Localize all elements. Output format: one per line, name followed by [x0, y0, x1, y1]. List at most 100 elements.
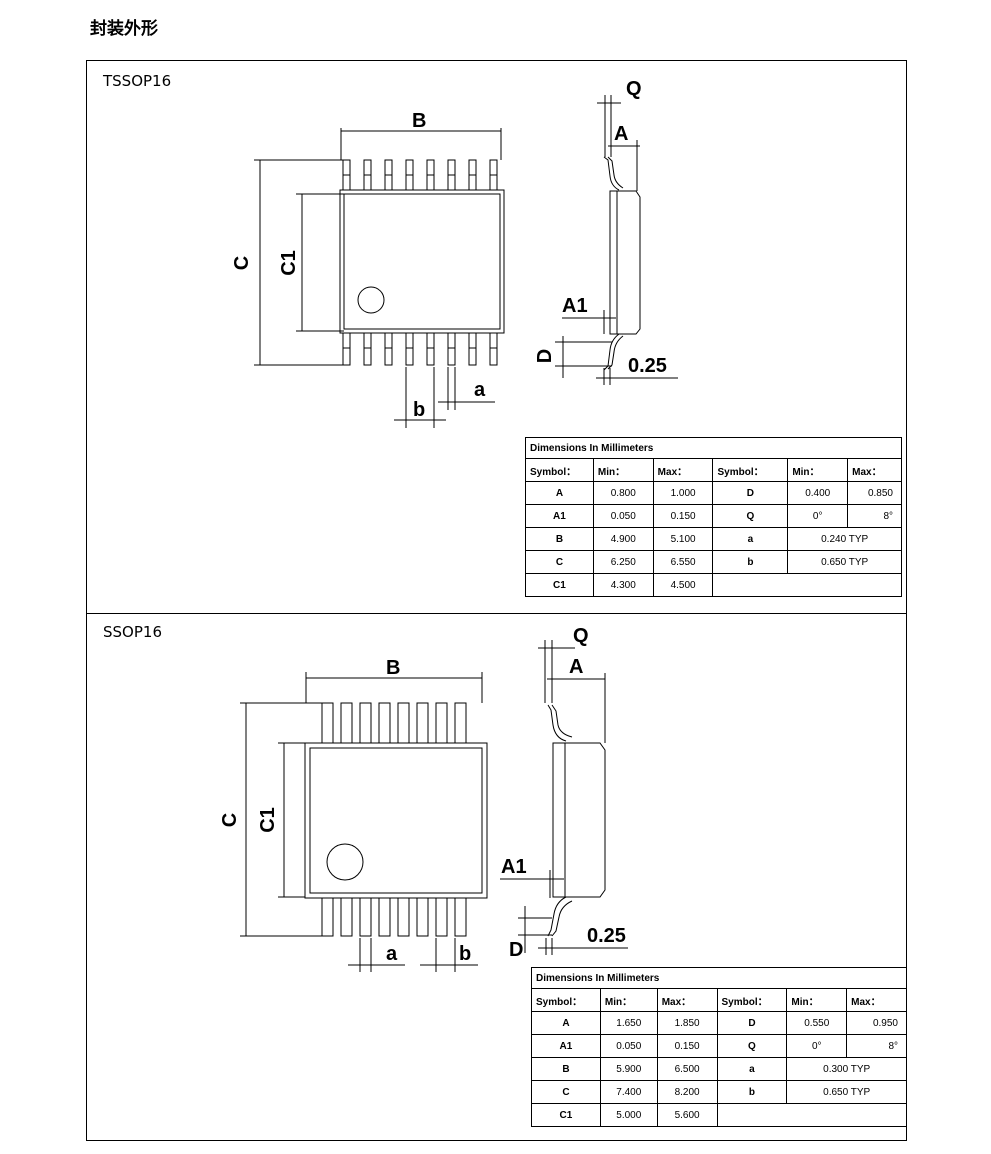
min-cell: 0° — [786, 1034, 848, 1058]
header-cell: Min： — [786, 988, 848, 1012]
ssop16-label-q: Q — [573, 625, 589, 647]
max-cell: 1.000 — [652, 481, 714, 505]
typ-cell: 0.240 TYP — [787, 527, 902, 551]
header-cell: Max： — [652, 458, 714, 482]
table-caption: Dimensions In Millimeters — [531, 967, 907, 989]
symbol-cell: Q — [716, 1034, 788, 1058]
ssop16-label-b: B — [386, 657, 400, 679]
table-row: C1 5.000 5.600 — [531, 1103, 907, 1127]
section-title: 封装外形 — [90, 19, 158, 39]
min-cell: 0.550 — [786, 1011, 848, 1035]
tssop16-dimension-table: Dimensions In Millimeters Symbol： Min： M… — [525, 437, 902, 597]
tssop16-top-leads — [342, 159, 498, 191]
package-divider — [86, 613, 907, 614]
table-header-row: Symbol： Min： Max： Symbol： Min： Max： — [525, 458, 902, 482]
table-row: B 4.900 5.100 a 0.240 TYP — [525, 527, 902, 551]
table-row: A1 0.050 0.150 Q 0° 8° — [525, 504, 902, 528]
table-row: A1 0.050 0.150 Q 0° 8° — [531, 1034, 907, 1058]
min-cell: 0.800 — [592, 481, 654, 505]
symbol-cell: D — [716, 1011, 788, 1035]
table-header-row: Symbol： Min： Max： Symbol： Min： Max： — [531, 988, 907, 1012]
header-cell: Min： — [787, 458, 849, 482]
symbol-cell: B — [531, 1057, 601, 1081]
symbol-cell: D — [712, 481, 789, 505]
package-frame — [86, 60, 907, 1141]
ssop16-top-view — [240, 672, 488, 972]
ssop16-top-leads — [321, 702, 467, 744]
ssop16-label-b-lower: b — [459, 943, 471, 965]
ssop16-side-view — [500, 640, 628, 955]
symbol-cell: C1 — [531, 1103, 601, 1127]
symbol-cell: b — [712, 550, 789, 574]
max-cell: 8° — [846, 1034, 907, 1058]
table-row: A 1.650 1.850 D 0.550 0.950 — [531, 1011, 907, 1035]
max-cell: 6.500 — [656, 1057, 718, 1081]
tssop16-label-a1: A1 — [562, 295, 588, 317]
ssop16-dimension-table: Dimensions In Millimeters Symbol： Min： M… — [531, 967, 907, 1127]
min-cell: 5.900 — [599, 1057, 658, 1081]
min-cell: 7.400 — [599, 1080, 658, 1104]
max-cell: 1.850 — [656, 1011, 718, 1035]
symbol-cell: A — [525, 481, 594, 505]
ssop16-label-a: A — [569, 656, 583, 678]
max-cell: 0.850 — [847, 481, 902, 505]
table-row: C1 4.300 4.500 — [525, 573, 902, 597]
tssop16-label-b: B — [412, 110, 426, 132]
header-cell: Symbol： — [531, 988, 601, 1012]
table-row: C 6.250 6.550 b 0.650 TYP — [525, 550, 902, 574]
symbol-cell: a — [712, 527, 789, 551]
max-cell: 0.950 — [846, 1011, 907, 1035]
header-cell: Min： — [599, 988, 658, 1012]
empty-cell — [716, 1103, 907, 1127]
symbol-cell: a — [716, 1057, 788, 1081]
min-cell: 6.250 — [592, 550, 654, 574]
symbol-cell: B — [525, 527, 594, 551]
header-cell: Max： — [656, 988, 718, 1012]
symbol-cell: C1 — [525, 573, 594, 597]
header-cell: Symbol： — [525, 458, 594, 482]
ssop16-label-gauge: 0.25 — [587, 925, 626, 947]
tssop16-label-q: Q — [626, 78, 642, 100]
min-cell: 5.000 — [599, 1103, 658, 1127]
ssop16-label-d: D — [509, 939, 523, 961]
max-cell: 5.100 — [652, 527, 714, 551]
symbol-cell: A1 — [525, 504, 594, 528]
min-cell: 1.650 — [599, 1011, 658, 1035]
table-caption: Dimensions In Millimeters — [525, 437, 902, 459]
table-row: C 7.400 8.200 b 0.650 TYP — [531, 1080, 907, 1104]
header-cell: Symbol： — [716, 988, 788, 1012]
max-cell: 5.600 — [656, 1103, 718, 1127]
header-cell: Max： — [847, 458, 902, 482]
table-row: B 5.900 6.500 a 0.300 TYP — [531, 1057, 907, 1081]
empty-cell — [712, 573, 902, 597]
header-cell: Max： — [846, 988, 907, 1012]
min-cell: 0° — [787, 504, 849, 528]
tssop16-label-d: D — [534, 349, 556, 363]
symbol-cell: Q — [712, 504, 789, 528]
max-cell: 6.550 — [652, 550, 714, 574]
symbol-cell: A1 — [531, 1034, 601, 1058]
max-cell: 8.200 — [656, 1080, 718, 1104]
min-cell: 0.400 — [787, 481, 849, 505]
tssop16-label-c: C — [231, 256, 253, 270]
ssop16-label-a-lower: a — [386, 943, 398, 965]
package-name-tssop16: TSSOP16 — [103, 72, 172, 90]
tssop16-label-b-lower: b — [413, 399, 425, 421]
ssop16-bottom-leads — [321, 897, 467, 937]
max-cell: 0.150 — [656, 1034, 718, 1058]
typ-cell: 0.650 TYP — [787, 550, 902, 574]
table-row: A 0.800 1.000 D 0.400 0.850 — [525, 481, 902, 505]
min-cell: 0.050 — [599, 1034, 658, 1058]
ssop16-label-c1: C1 — [257, 807, 279, 833]
tssop16-label-gauge: 0.25 — [628, 355, 667, 377]
min-cell: 4.300 — [592, 573, 654, 597]
header-cell: Symbol： — [712, 458, 789, 482]
typ-cell: 0.300 TYP — [786, 1057, 907, 1081]
tssop16-top-view — [254, 128, 505, 428]
symbol-cell: A — [531, 1011, 601, 1035]
tssop16-side-view — [555, 95, 678, 385]
symbol-cell: b — [716, 1080, 788, 1104]
header-cell: Min： — [592, 458, 654, 482]
max-cell: 0.150 — [652, 504, 714, 528]
